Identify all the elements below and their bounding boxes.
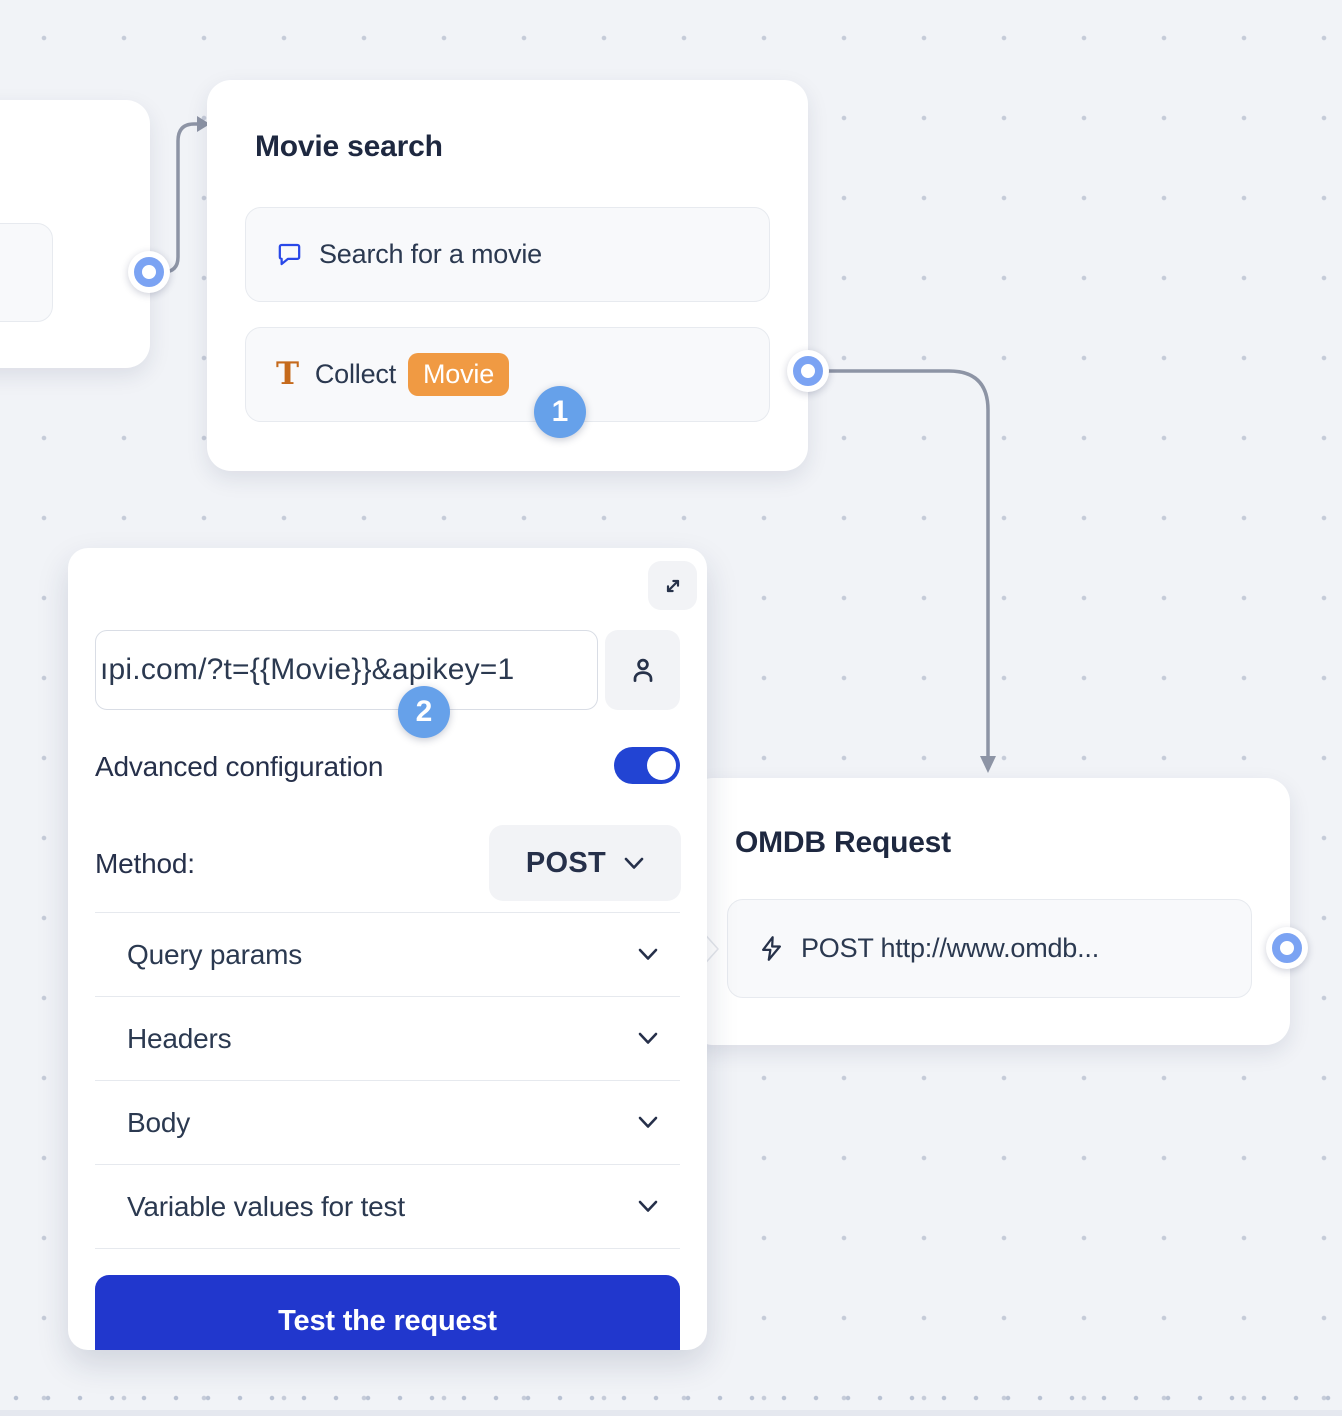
advanced-configuration-toggle[interactable]: [614, 747, 680, 784]
omdb-request-node[interactable]: OMDB Request POST http://www.omdb...: [689, 778, 1290, 1045]
zap-icon: [758, 935, 785, 962]
partial-node[interactable]: [0, 100, 150, 368]
chevron-down-icon: [638, 1200, 658, 1212]
method-value: POST: [525, 846, 607, 879]
step-badge-1: 1: [534, 386, 586, 438]
movie-search-node[interactable]: Movie search Search for a movie T Collec…: [207, 80, 808, 471]
step-badge-2: 2: [398, 686, 450, 738]
chat-bubble-icon: [276, 241, 303, 268]
url-input-value: ıpi.com/?t={{Movie}}&apikey=1: [100, 653, 515, 686]
port-ring: [793, 356, 823, 386]
section-variable-values[interactable]: Variable values for test: [95, 1165, 680, 1249]
person-icon: [633, 658, 652, 682]
node-row-label: Collect: [314, 359, 397, 389]
text-field-icon: T: [276, 356, 299, 392]
expand-button[interactable]: [648, 561, 697, 610]
bottom-dot-row: [0, 1392, 1342, 1404]
method-label: Method:: [95, 848, 195, 879]
connector-arrow: [197, 116, 210, 132]
test-request-button[interactable]: Test the request: [95, 1275, 680, 1350]
node-title: OMDB Request: [735, 826, 951, 859]
chevron-down-icon: [638, 1116, 658, 1128]
node-row-question[interactable]: Search for a movie: [245, 207, 770, 302]
node-row-webhook[interactable]: POST http://www.omdb...: [727, 899, 1252, 998]
output-port[interactable]: [128, 251, 170, 293]
node-title: Movie search: [255, 130, 443, 163]
port-ring: [134, 257, 164, 287]
variable-picker-button[interactable]: [605, 630, 680, 710]
node-row-collect[interactable]: T Collect Movie: [245, 327, 770, 422]
chevron-down-icon: [638, 1032, 658, 1044]
variable-chip[interactable]: Movie: [408, 353, 510, 396]
section-headers[interactable]: Headers: [95, 997, 680, 1081]
chevron-down-icon: [638, 948, 658, 960]
connector-line: [806, 369, 990, 759]
method-select[interactable]: POST: [489, 825, 681, 901]
output-port[interactable]: [1266, 927, 1308, 969]
node-row-label: Search for a movie: [319, 239, 542, 269]
output-port[interactable]: [787, 350, 829, 392]
url-input[interactable]: ıpi.com/?t={{Movie}}&apikey=1: [95, 630, 598, 710]
expand-icon: [666, 579, 679, 592]
node-row-label: POST http://www.omdb...: [801, 933, 1100, 963]
toggle-knob: [647, 751, 676, 780]
config-sections: Query params Headers Body Variable value…: [95, 912, 680, 1249]
node-row[interactable]: [0, 223, 53, 322]
webhook-config-panel[interactable]: ıpi.com/?t={{Movie}}&apikey=1 Advanced c…: [68, 548, 707, 1350]
chevron-down-icon: [624, 857, 644, 869]
section-body[interactable]: Body: [95, 1081, 680, 1165]
connector-arrow: [980, 756, 996, 773]
advanced-configuration-label: Advanced configuration: [95, 751, 384, 782]
port-ring: [1272, 933, 1302, 963]
bottom-edge-band: [0, 1410, 1342, 1416]
connector-line: [147, 122, 199, 274]
section-query-params[interactable]: Query params: [95, 913, 680, 997]
